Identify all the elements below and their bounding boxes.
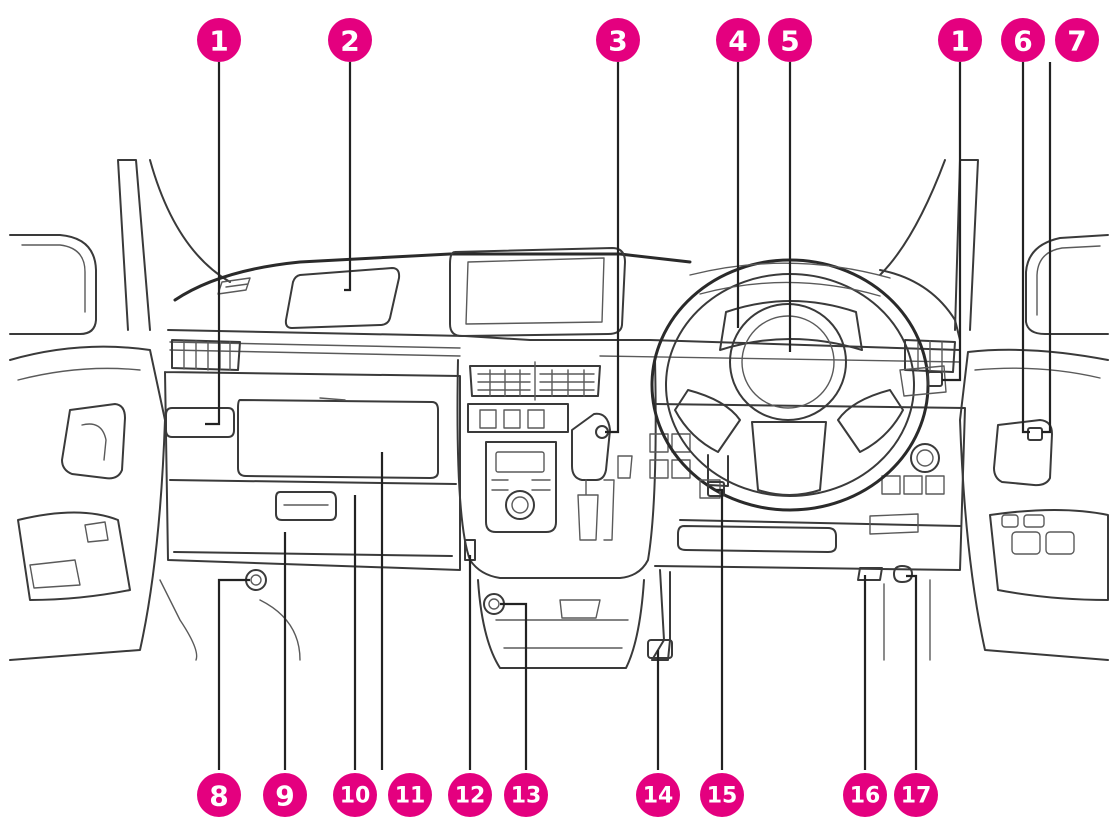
left-air-vent [172, 340, 240, 370]
callout-number: 10 [340, 784, 371, 809]
callout-number: 16 [850, 784, 881, 809]
left-door-panel [10, 347, 165, 660]
glove-box-handle [276, 492, 336, 520]
callout-number: 11 [395, 784, 426, 809]
callout-number: 13 [511, 784, 542, 809]
callout-number: 17 [901, 784, 932, 809]
callout-badge-1: 1 [938, 18, 982, 62]
callout-badge-2: 2 [328, 18, 372, 62]
right-a-pillar [955, 160, 978, 330]
left-door-handle [62, 404, 125, 478]
callout-number: 12 [455, 784, 486, 809]
callout-badge-12: 12 [448, 773, 492, 817]
right-side-mirror [1026, 235, 1108, 334]
callout-number: 8 [209, 780, 228, 813]
parking-brake-pedal [652, 570, 670, 660]
right-door-panel [960, 350, 1108, 660]
left-a-pillar [118, 160, 150, 330]
gear-shift [572, 414, 610, 480]
center-air-vents [470, 362, 600, 400]
passenger-airbag-panel [286, 268, 399, 328]
right-armrest-switches [990, 510, 1108, 600]
callout-badge-15: 15 [700, 773, 744, 817]
callout-badge-13: 13 [504, 773, 548, 817]
callout-badge-5: 5 [768, 18, 812, 62]
glove-box-upper [238, 400, 438, 478]
callout-badge-11: 11 [388, 773, 432, 817]
climate-knob [506, 491, 534, 519]
dashboard-line-art [10, 160, 1108, 668]
callout-number: 9 [275, 780, 294, 813]
callout-badge-1: 1 [197, 18, 241, 62]
callout-number: 15 [707, 784, 738, 809]
callout-badge-4: 4 [716, 18, 760, 62]
callout-badge-7: 7 [1055, 18, 1099, 62]
passenger-switch-panel [166, 408, 234, 437]
defrost-vent [218, 278, 250, 294]
callout-number: 3 [608, 25, 627, 58]
callout-number: 4 [728, 25, 747, 58]
right-windshield-edge [880, 160, 945, 275]
callout-badge-6: 6 [1001, 18, 1045, 62]
right-switch [928, 372, 942, 386]
driver-window-switch [1028, 428, 1042, 440]
callout-number: 5 [780, 25, 799, 58]
callout-badge-17: 17 [894, 773, 938, 817]
callout-badge-16: 16 [843, 773, 887, 817]
callout-badge-9: 9 [263, 773, 307, 817]
callout-badge-10: 10 [333, 773, 377, 817]
left-side-mirror [10, 235, 96, 334]
callout-number: 1 [950, 25, 969, 58]
callout-number: 6 [1013, 25, 1032, 58]
callout-badge-8: 8 [197, 773, 241, 817]
floor-console [478, 580, 644, 668]
callout-badge-14: 14 [636, 773, 680, 817]
steering-wheel [652, 260, 946, 510]
callout-number: 1 [209, 25, 228, 58]
callout-number: 14 [643, 784, 674, 809]
center-storage-slot [618, 456, 632, 478]
knee-panel [678, 526, 836, 552]
left-armrest [18, 513, 130, 601]
callout-number: 2 [340, 25, 359, 58]
dashboard-top-edge [175, 254, 690, 300]
engine-start-button [911, 444, 939, 472]
callout-badge-3: 3 [596, 18, 640, 62]
left-floor-outline [160, 580, 197, 660]
callout-number: 7 [1067, 25, 1086, 58]
